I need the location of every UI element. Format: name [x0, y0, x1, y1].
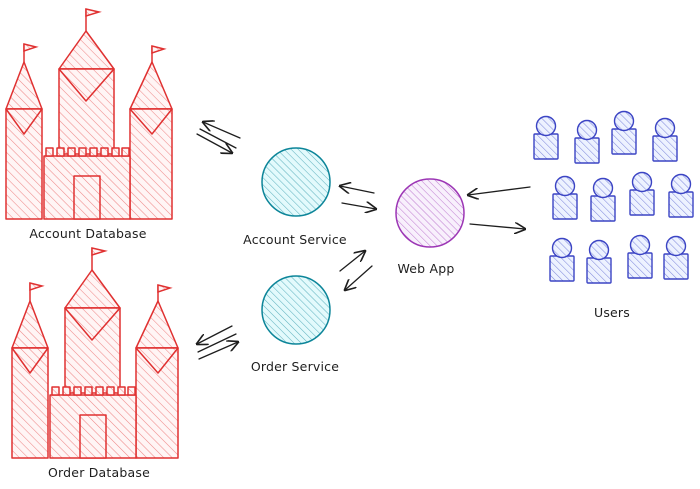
arrow-orderservice-webapp	[339, 251, 373, 290]
arrow-users-webapp	[468, 186, 531, 229]
user-icon	[549, 237, 575, 282]
arrow-accountservice-webapp	[340, 186, 376, 209]
user-icon	[574, 119, 600, 164]
account-database-label: Account Database	[29, 226, 146, 241]
arrow-orderdb-orderservice	[197, 325, 238, 360]
account-service-label: Account Service	[243, 232, 347, 247]
user-icon	[611, 110, 637, 155]
account-service: Account Service	[243, 147, 347, 247]
user-icon	[629, 171, 655, 216]
account-service-circle	[261, 147, 331, 217]
order-database-label: Order Database	[48, 465, 150, 480]
web-app-circle	[395, 178, 465, 248]
user-icon	[590, 177, 616, 222]
user-icon	[663, 235, 689, 280]
users-label: Users	[594, 305, 630, 320]
order-service-circle	[261, 275, 331, 345]
order-database: Order Database	[11, 247, 179, 480]
user-icon	[652, 117, 678, 162]
web-app-label: Web App	[397, 261, 454, 276]
order-service: Order Service	[251, 275, 339, 374]
user-icon	[627, 234, 653, 279]
order-service-label: Order Service	[251, 359, 339, 374]
castle-icon	[11, 247, 179, 459]
arrow-accountdb-accountservice	[196, 122, 241, 153]
web-app: Web App	[395, 178, 465, 276]
users-group: Users	[533, 110, 694, 320]
user-icon	[586, 239, 612, 284]
user-icon	[533, 115, 559, 160]
user-icon	[668, 173, 694, 218]
user-icon	[552, 175, 578, 220]
castle-icon	[5, 8, 173, 220]
account-database: Account Database	[5, 8, 173, 241]
